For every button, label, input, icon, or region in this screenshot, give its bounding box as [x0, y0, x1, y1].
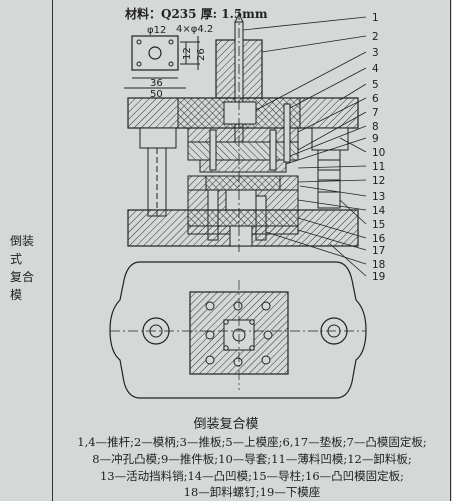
side-label: 倒装式 复合模 [10, 232, 40, 304]
callout-9: 9 [372, 133, 379, 145]
callout-15: 15 [372, 219, 385, 231]
punch-holder [187, 141, 299, 161]
callout-12: 12 [372, 175, 385, 187]
punch [269, 129, 277, 171]
legend-line-1: 1,4—推杆;2—模柄;3—推板;5—上模座;6,17—垫板;7—凸模固定板; [77, 435, 427, 449]
lower-die-outline [109, 261, 367, 399]
guide-pillar-right [317, 149, 341, 209]
callout-10: 10 [372, 147, 385, 159]
punch-die-holder [187, 209, 299, 227]
backing-plate [187, 127, 299, 143]
section-view: 1 2 3 4 5 6 7 8 9 10 11 12 13 14 15 16 1… [127, 10, 386, 283]
part-sketch: φ12 4×φ4.2 36 50 12 26 [124, 24, 213, 100]
guide-bushing-left [139, 127, 177, 149]
corner-hole [136, 39, 142, 45]
callout-7: 7 [372, 107, 379, 119]
dim-holes: 4×φ4.2 [176, 24, 213, 35]
callout-1: 1 [372, 12, 379, 24]
screw-holes [205, 301, 273, 367]
legend-line-4: 18—卸料螺钉;19—下模座 [183, 485, 321, 499]
dim-12: 12 [182, 47, 193, 60]
dim-d12: φ12 [147, 25, 166, 36]
die-drawing: φ12 4×φ4.2 36 50 12 26 [109, 10, 386, 399]
punch [209, 129, 217, 171]
dim-36: 36 [150, 78, 163, 89]
side-label-line-2: 复合模 [10, 270, 35, 302]
material-note: 材料：Q235 厚: 1.5mm [125, 7, 268, 21]
callout-11: 11 [372, 161, 385, 173]
leader-lines [242, 16, 367, 277]
callout-2: 2 [372, 31, 379, 43]
callout-3: 3 [372, 47, 379, 59]
column-divider [52, 0, 53, 501]
die-plate [199, 159, 287, 173]
callout-17: 17 [372, 245, 385, 257]
callout-19: 19 [372, 271, 385, 283]
figure-caption: 倒装复合模 [193, 417, 259, 432]
callout-6: 6 [372, 93, 379, 105]
callout-13: 13 [372, 191, 385, 203]
dim-26: 26 [196, 48, 207, 61]
side-label-line-1: 倒装式 [10, 234, 35, 266]
callout-5: 5 [372, 79, 379, 91]
legend-line-3: 13—活动挡料销;14—凸凹模;15—导柱;16—凸凹模固定板; [99, 469, 405, 483]
legend-line-2: 8—冲孔凸模;9—推件板;10—导套;11—薄料凹模;12—卸料板; [92, 452, 412, 466]
center-hole [148, 46, 162, 60]
callout-labels: 1 2 3 4 5 6 7 8 9 10 11 12 13 14 15 16 1… [372, 12, 386, 283]
corner-hole [168, 61, 174, 67]
callout-14: 14 [372, 205, 386, 217]
callout-4: 4 [372, 63, 379, 75]
callout-8: 8 [372, 121, 379, 133]
corner-hole [168, 39, 174, 45]
pusher-rod [283, 103, 291, 163]
dim-50: 50 [150, 89, 163, 100]
plan-view [109, 261, 367, 399]
right-border [450, 0, 451, 501]
part-outline [131, 35, 179, 71]
callout-16: 16 [372, 233, 386, 245]
corner-hole [136, 61, 142, 67]
callout-18: 18 [372, 259, 385, 271]
push-plate [223, 101, 257, 125]
